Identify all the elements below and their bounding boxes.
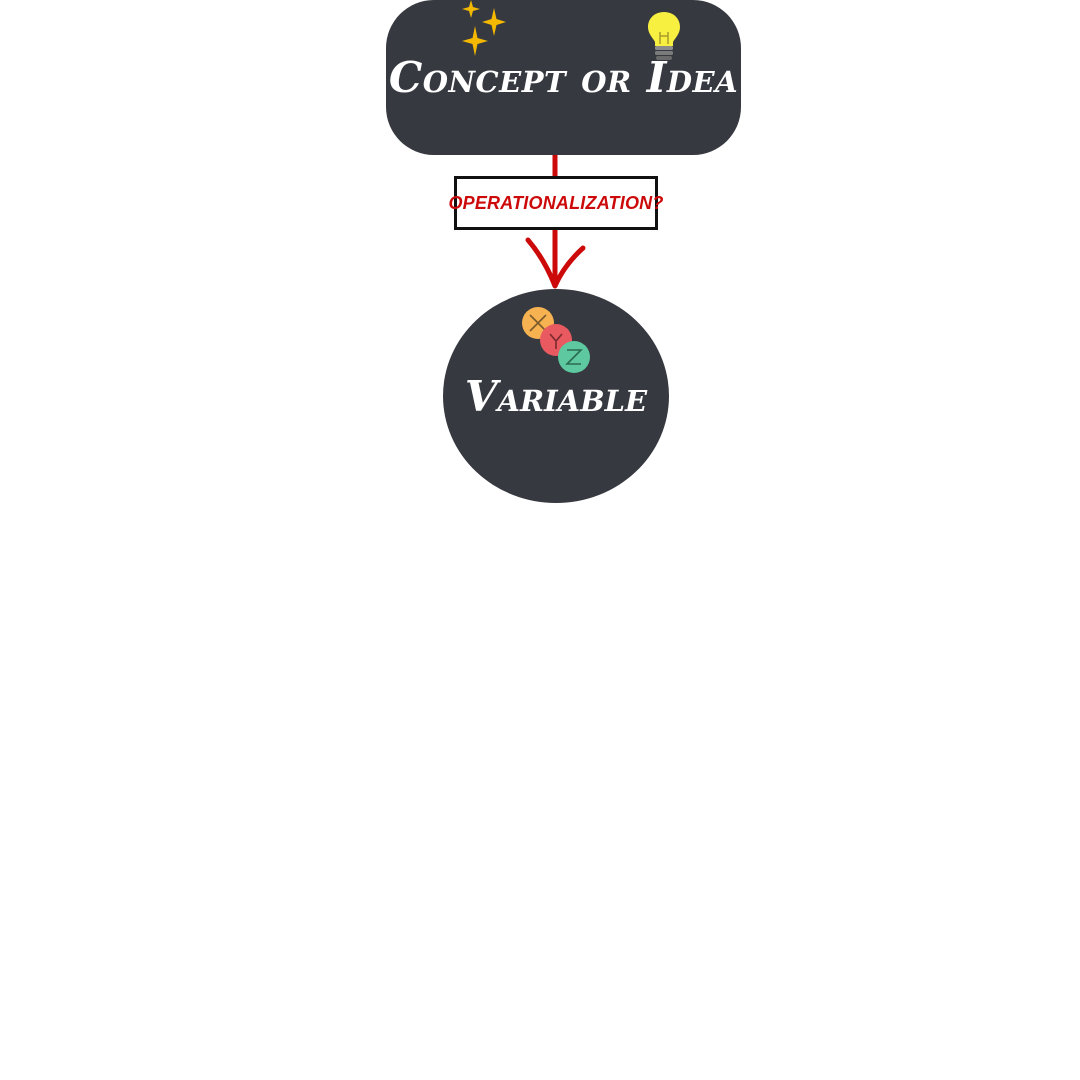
variable-label: Variable: [464, 372, 648, 421]
edge-label: OPERATIONALIZATION?: [448, 192, 664, 213]
light-bulb-icon: [648, 12, 680, 60]
concept-label: Concept or Idea: [388, 53, 739, 102]
concept-node: Concept or Idea: [386, 0, 741, 155]
edge-label-box: OPERATIONALIZATION?: [448, 176, 663, 230]
arrow-down-icon: [525, 237, 586, 289]
sparkles-icon: [462, 0, 506, 56]
xyz-variables-icon: [522, 307, 590, 373]
